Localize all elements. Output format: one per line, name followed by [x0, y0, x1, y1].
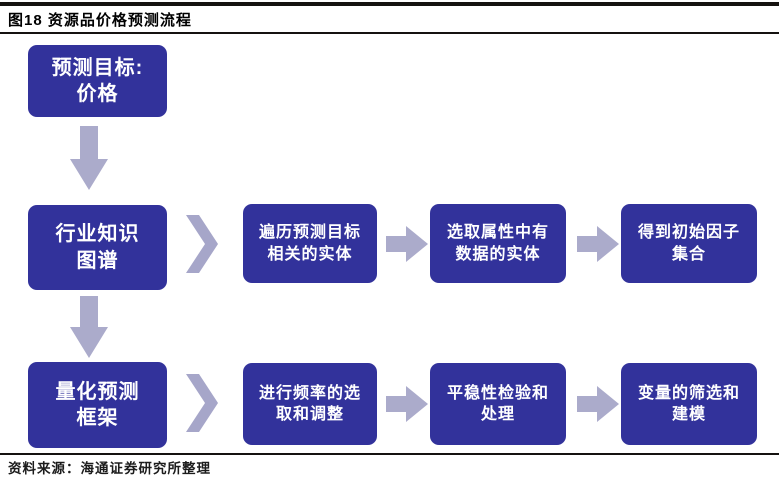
arrow-right-icon [577, 226, 619, 262]
flow-box-text-line: 变量的筛选和 [637, 384, 740, 402]
arrow-right-icon [577, 386, 619, 422]
flow-box-text-line: 集合 [671, 245, 706, 263]
down-arrow-icon [70, 126, 108, 190]
top-rule [0, 2, 779, 6]
title-underline-rule [0, 32, 779, 34]
flow-box-text-line: 建模 [671, 406, 706, 423]
flow-box-stationarity-test: 平稳性检验和 处理 [430, 363, 566, 445]
arrow-right-icon [386, 386, 428, 422]
flow-box-text-line: 取和调整 [275, 406, 344, 423]
flow-box-prediction-target: 预测目标: 价格 [28, 45, 167, 117]
chevron-right-icon [186, 374, 218, 432]
flow-box-text-line: 进行频率的选 [258, 384, 361, 402]
flow-box-text-line: 图谱 [76, 249, 119, 272]
flow-box-frequency-selection: 进行频率的选 取和调整 [243, 363, 377, 445]
flow-box-text-line: 行业知识 [55, 223, 140, 246]
flow-box-text-line: 得到初始因子 [637, 224, 740, 242]
arrow-right-icon [386, 226, 428, 262]
flow-box-quant-framework: 量化预测 框架 [28, 362, 167, 448]
figure-title: 图18 资源品价格预测流程 [8, 12, 192, 29]
chevron-right-icon [186, 215, 218, 273]
flow-box-text-line: 平稳性检验和 [446, 384, 549, 402]
flow-box-text-line: 数据的实体 [455, 245, 541, 263]
flow-box-select-entities-with-data: 选取属性中有 数据的实体 [430, 204, 566, 283]
flow-box-text-line: 框架 [76, 407, 119, 429]
flow-box-variable-screening-modeling: 变量的筛选和 建模 [621, 363, 757, 445]
flow-box-text-line: 预测目标: [51, 56, 144, 79]
source-note: 资料来源：海通证券研究所整理 [8, 461, 211, 476]
flow-box-text-line: 处理 [480, 406, 515, 423]
flow-box-text-line: 选取属性中有 [446, 224, 549, 242]
flow-box-text-line: 价格 [76, 83, 119, 105]
footer-rule [0, 453, 779, 455]
flow-box-industry-knowledge-graph: 行业知识 图谱 [28, 205, 167, 290]
flow-box-text-line: 量化预测 [55, 380, 140, 403]
flow-box-text-line: 遍历预测目标 [258, 224, 361, 242]
flow-box-text-line: 相关的实体 [267, 245, 353, 263]
down-arrow-icon [70, 296, 108, 358]
flow-box-traverse-entities: 遍历预测目标 相关的实体 [243, 204, 377, 283]
flow-box-initial-factor-set: 得到初始因子 集合 [621, 204, 757, 283]
